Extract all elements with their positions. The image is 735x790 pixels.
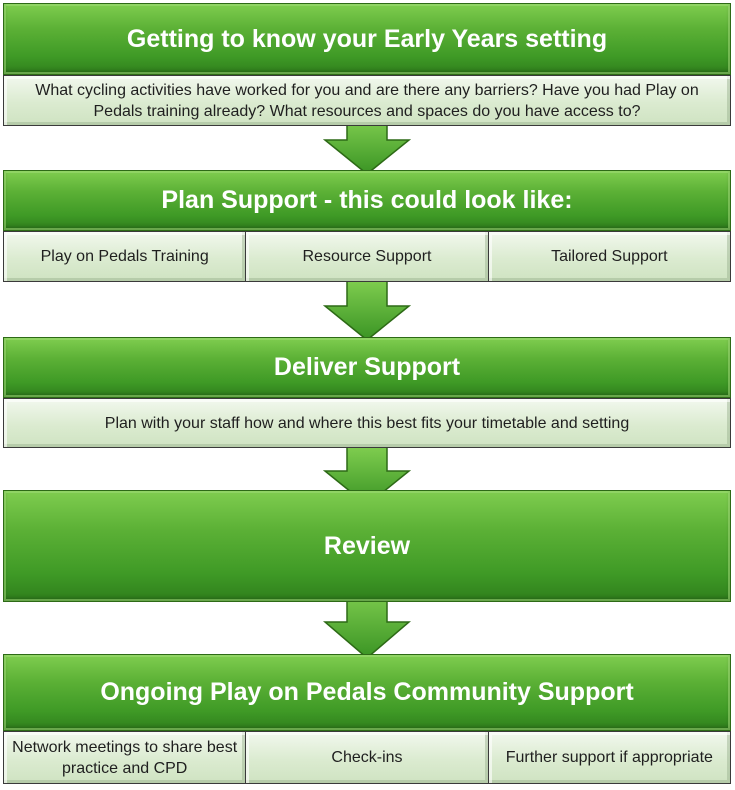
step-4-title: Review	[323, 531, 411, 560]
step-5-header: Ongoing Play on Pedals Community Support	[3, 654, 731, 731]
step-5-option-cell: Further support if appropriate	[488, 731, 731, 784]
step-2-option-cell: Resource Support	[246, 231, 489, 282]
step-5-option-label: Further support if appropriate	[505, 749, 713, 766]
step-1-details: What cycling activities have worked for …	[3, 75, 731, 126]
step-2-option-cell: Play on Pedals Training	[3, 231, 247, 282]
down-arrow-icon	[323, 280, 411, 341]
step-2-option-cell: Tailored Support	[488, 231, 731, 282]
step-5-option-label: Network meetings to share best practice …	[12, 738, 238, 777]
step-3-title: Deliver Support	[273, 353, 461, 381]
step-5-details: Network meetings to share best practice …	[3, 731, 731, 784]
step-5-option-cell: Network meetings to share best practice …	[3, 731, 247, 784]
step-2-header: Plan Support - this could look like:	[3, 170, 731, 231]
step-2-title: Plan Support - this could look like:	[161, 186, 573, 214]
down-arrow-icon	[323, 447, 411, 506]
step-5-title: Ongoing Play on Pedals Community Support	[100, 678, 634, 706]
step-1-header: Getting to know your Early Years setting	[3, 3, 731, 75]
step-5-option-label: Check-ins	[331, 749, 403, 766]
step-3-detail-text: Plan with your staff how and where this …	[104, 414, 630, 432]
step-2-details: Play on Pedals Training Resource Support…	[3, 231, 731, 282]
step-4-header: Review	[3, 490, 731, 602]
step-1-detail-text: What cycling activities have worked for …	[35, 81, 699, 120]
step-3-detail-cell: Plan with your staff how and where this …	[3, 398, 731, 448]
step-3-header: Deliver Support	[3, 337, 731, 398]
step-2-option-label: Tailored Support	[551, 248, 668, 265]
step-5-option-cell: Check-ins	[246, 731, 489, 784]
step-3-details: Plan with your staff how and where this …	[3, 398, 731, 448]
step-2-option-label: Play on Pedals Training	[40, 248, 209, 265]
step-2-option-label: Resource Support	[302, 248, 432, 265]
step-1-detail-cell: What cycling activities have worked for …	[3, 75, 731, 126]
down-arrow-icon	[323, 118, 411, 175]
step-1-title: Getting to know your Early Years setting	[126, 24, 608, 53]
